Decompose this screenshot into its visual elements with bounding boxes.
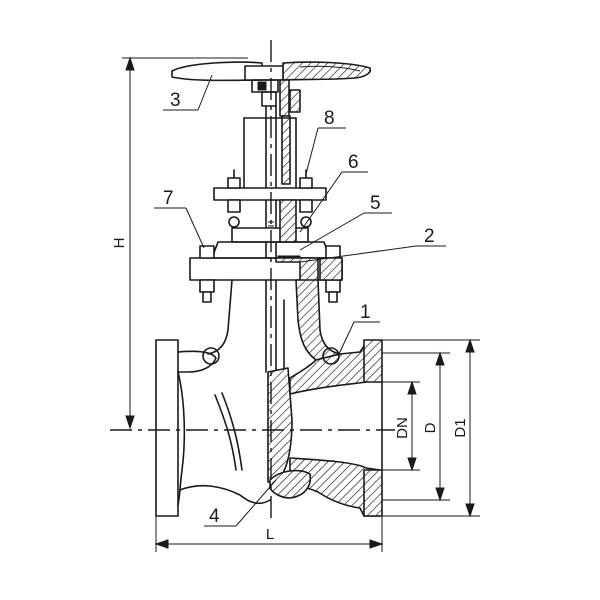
dimension-height bbox=[122, 56, 248, 430]
dimension-label-dn: DN bbox=[394, 417, 411, 439]
dimension-label-h: H bbox=[111, 238, 128, 249]
gland-assembly bbox=[213, 169, 327, 243]
dimension-diameters bbox=[382, 338, 480, 518]
valve-body bbox=[155, 339, 383, 517]
part-label-4: 4 bbox=[209, 506, 220, 527]
part-label-2: 2 bbox=[424, 226, 435, 247]
part-label-5: 5 bbox=[370, 193, 381, 214]
part-label-8: 8 bbox=[324, 108, 335, 129]
part-leaders bbox=[154, 74, 446, 527]
part-label-3: 3 bbox=[170, 90, 181, 111]
dimension-label-d: D bbox=[422, 422, 439, 433]
yoke bbox=[243, 117, 297, 189]
part-label-1: 1 bbox=[360, 302, 371, 323]
dimension-label-d1: D1 bbox=[452, 418, 469, 437]
center-lines bbox=[110, 40, 395, 520]
bonnet-flange bbox=[189, 241, 343, 306]
dimension-label-l: L bbox=[266, 526, 274, 543]
part-label-6: 6 bbox=[348, 152, 359, 173]
dimension-length bbox=[154, 516, 384, 552]
part-label-7: 7 bbox=[163, 188, 174, 209]
